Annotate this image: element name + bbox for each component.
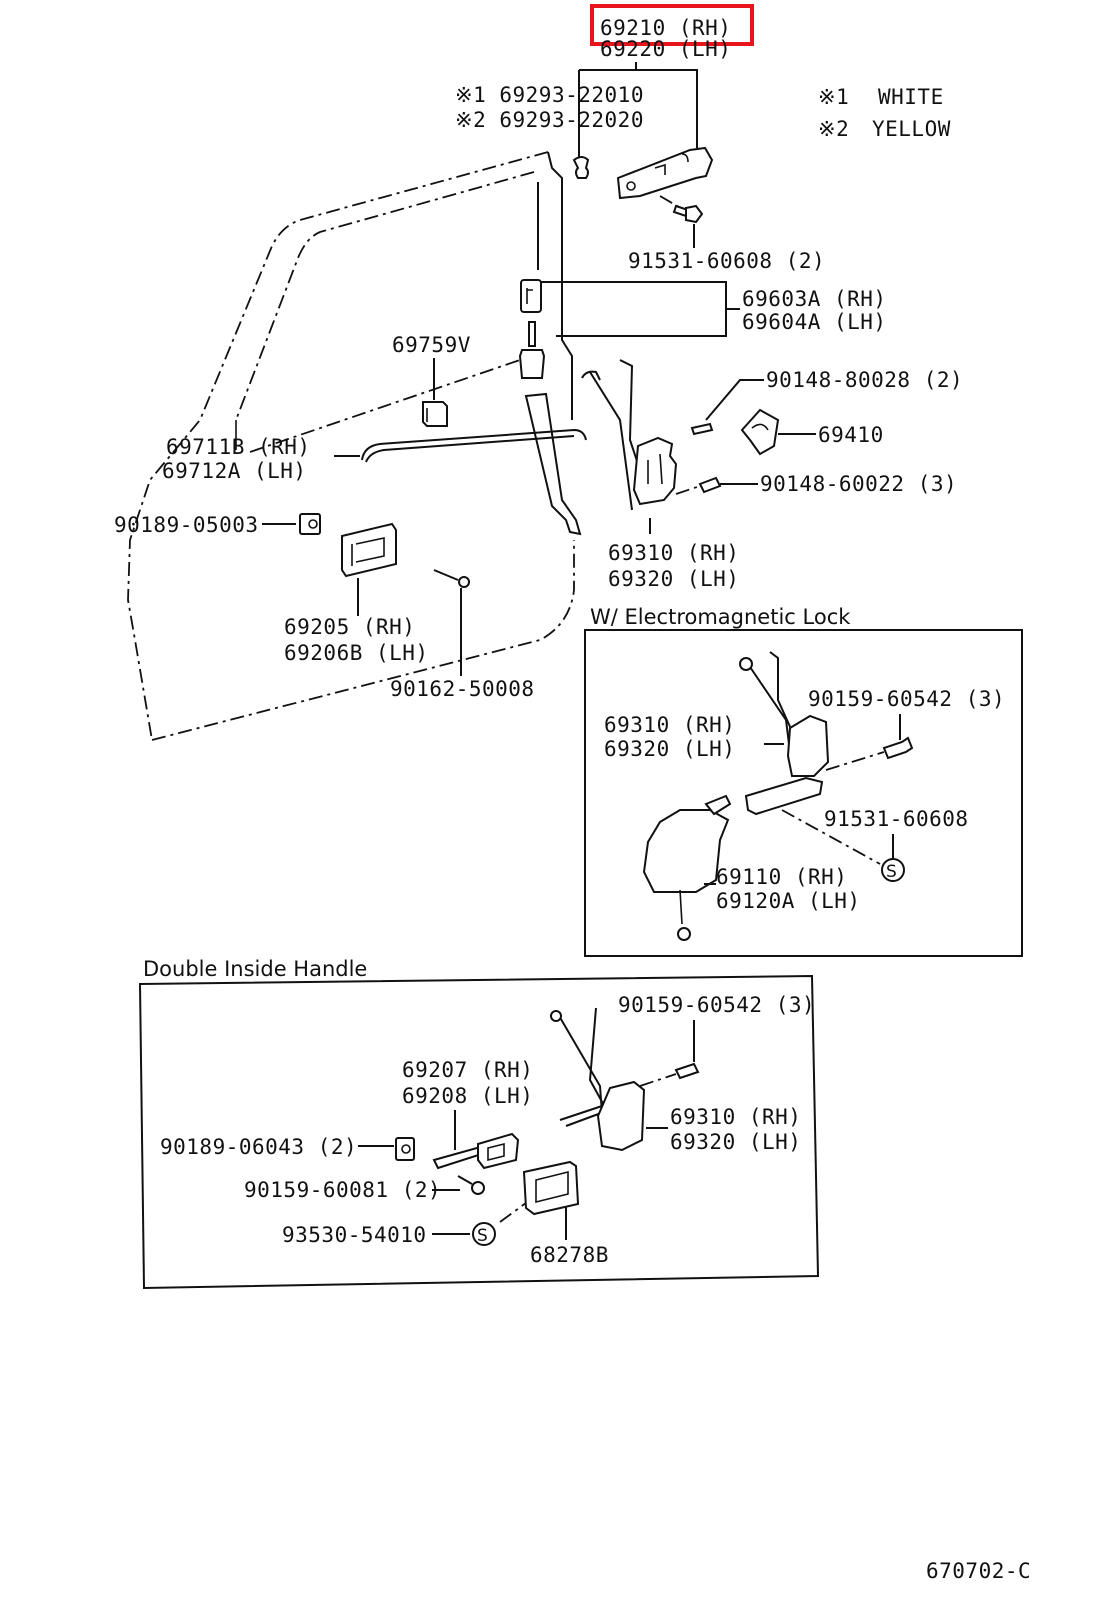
legend-text-2: YELLOW xyxy=(872,117,951,141)
label-em-actuator-rh[interactable]: 69110 (RH) xyxy=(716,865,847,889)
dh-handle-part[interactable] xyxy=(432,1132,520,1170)
tap-screw-part[interactable] xyxy=(433,569,470,588)
section-title-double-handle: Double Inside Handle xyxy=(143,957,367,981)
label-rod-rh[interactable]: 69711B (RH) xyxy=(166,435,311,459)
label-dh-cap[interactable]: 93530-54010 xyxy=(282,1223,427,1247)
legend: ※1 WHITE ※2 YELLOW xyxy=(818,85,951,141)
door-lock-part[interactable] xyxy=(581,359,678,511)
lock-screw-part[interactable] xyxy=(698,476,722,494)
section-box-electromagnetic xyxy=(584,629,1023,957)
label-door-lock-rh[interactable]: 69310 (RH) xyxy=(608,541,739,565)
label-dh-clip[interactable]: 90189-06043 (2) xyxy=(160,1135,357,1159)
label-dh-bezel[interactable]: 68278B xyxy=(530,1243,609,1267)
em-bolt-symbol[interactable]: S xyxy=(881,858,905,882)
dh-cap-symbol-text: S xyxy=(477,1226,488,1246)
em-door-lock-part[interactable] xyxy=(739,651,830,777)
striker-screw-part[interactable] xyxy=(690,422,714,436)
section-title-electromagnetic: W/ Electromagnetic Lock xyxy=(590,605,851,629)
label-clip-yellow[interactable]: ※2 69293-22020 xyxy=(455,108,644,132)
leader-em-screw-dash xyxy=(825,751,885,771)
label-lock-screw[interactable]: 90148-60022 (3) xyxy=(760,472,957,496)
lock-cylinder-part[interactable] xyxy=(520,279,542,313)
label-lock-cylinder-rh[interactable]: 69603A (RH) xyxy=(742,287,887,311)
leader-outside-handle xyxy=(578,62,698,160)
label-inside-clip[interactable]: 90189-05003 xyxy=(114,513,259,537)
leader-dh-screw-dash xyxy=(639,1073,677,1087)
leader-lock-cylinder xyxy=(541,281,740,337)
leader-handle-bolt xyxy=(659,195,685,211)
label-dh-screw-small[interactable]: 90159-60081 (2) xyxy=(244,1178,441,1202)
label-handle-bolt[interactable]: 91531-60608 (2) xyxy=(628,249,825,273)
striker-part[interactable] xyxy=(740,408,780,456)
label-striker-screw[interactable]: 90148-80028 (2) xyxy=(766,368,963,392)
dh-screw-small-part[interactable] xyxy=(457,1175,485,1195)
knob-rod-part[interactable] xyxy=(518,321,582,536)
dh-screw-part[interactable] xyxy=(674,1062,700,1080)
label-rod-lh[interactable]: 69712A (LH) xyxy=(162,459,307,483)
leader-lock-screw-dash xyxy=(675,485,701,495)
section-box-double-handle xyxy=(138,974,820,1290)
label-lock-cylinder-lh[interactable]: 69604A (LH) xyxy=(742,310,887,334)
label-tap-screw[interactable]: 90162-50008 xyxy=(390,677,535,701)
label-dh-handle-rh[interactable]: 69207 (RH) xyxy=(402,1058,533,1082)
door-outline xyxy=(127,151,575,741)
label-outside-handle-lh[interactable]: 69220 (LH) xyxy=(600,37,731,61)
legend-mark-1: ※1 xyxy=(818,85,849,109)
outside-handle-part[interactable] xyxy=(616,146,714,200)
label-em-screw[interactable]: 90159-60542 (3) xyxy=(808,687,1005,711)
inside-handle-part[interactable] xyxy=(341,522,397,578)
label-em-door-lock-lh[interactable]: 69320 (LH) xyxy=(604,737,735,761)
label-dh-handle-lh[interactable]: 69208 (LH) xyxy=(402,1084,533,1108)
label-em-bolt[interactable]: 91531-60608 xyxy=(824,807,969,831)
inside-clip-part[interactable] xyxy=(299,513,321,535)
leader-em-bolt-dash xyxy=(781,809,881,865)
em-bolt-symbol-text: S xyxy=(886,862,897,882)
em-actuator-part[interactable] xyxy=(642,794,732,941)
leader-striker-screw xyxy=(705,379,764,421)
label-outside-handle-rh[interactable]: 69210 (RH) xyxy=(600,16,731,40)
reference-code: 670702-C xyxy=(926,1559,1031,1583)
em-screw-part[interactable] xyxy=(882,736,914,760)
label-striker[interactable]: 69410 xyxy=(818,423,884,447)
label-inside-handle-lh[interactable]: 69206B (LH) xyxy=(284,641,429,665)
knob-part[interactable] xyxy=(422,401,448,427)
highlight-box xyxy=(590,4,754,46)
label-knob[interactable]: 69759V xyxy=(392,333,471,357)
label-inside-handle-rh[interactable]: 69205 (RH) xyxy=(284,615,415,639)
label-dh-door-lock-lh[interactable]: 69320 (LH) xyxy=(670,1130,801,1154)
legend-mark-2: ※2 xyxy=(818,117,849,141)
em-bracket-part[interactable] xyxy=(744,776,824,816)
label-dh-door-lock-rh[interactable]: 69310 (RH) xyxy=(670,1105,801,1129)
clip-part[interactable] xyxy=(572,156,590,179)
label-em-actuator-lh[interactable]: 69120A (LH) xyxy=(716,889,861,913)
dh-door-lock-part[interactable] xyxy=(550,1007,646,1152)
dh-clip-part[interactable] xyxy=(395,1137,415,1161)
label-em-door-lock-rh[interactable]: 69310 (RH) xyxy=(604,713,735,737)
dh-cap-symbol[interactable]: S xyxy=(472,1222,496,1246)
rod-part[interactable] xyxy=(361,428,587,463)
leader-knob-rod xyxy=(249,359,521,453)
legend-text-1: WHITE xyxy=(878,85,944,109)
label-door-lock-lh[interactable]: 69320 (LH) xyxy=(608,567,739,591)
handle-bolt-part[interactable] xyxy=(672,204,704,224)
dh-bezel-part[interactable] xyxy=(522,1160,580,1216)
label-dh-screw[interactable]: 90159-60542 (3) xyxy=(618,993,815,1017)
label-clip-white[interactable]: ※1 69293-22010 xyxy=(455,83,644,107)
